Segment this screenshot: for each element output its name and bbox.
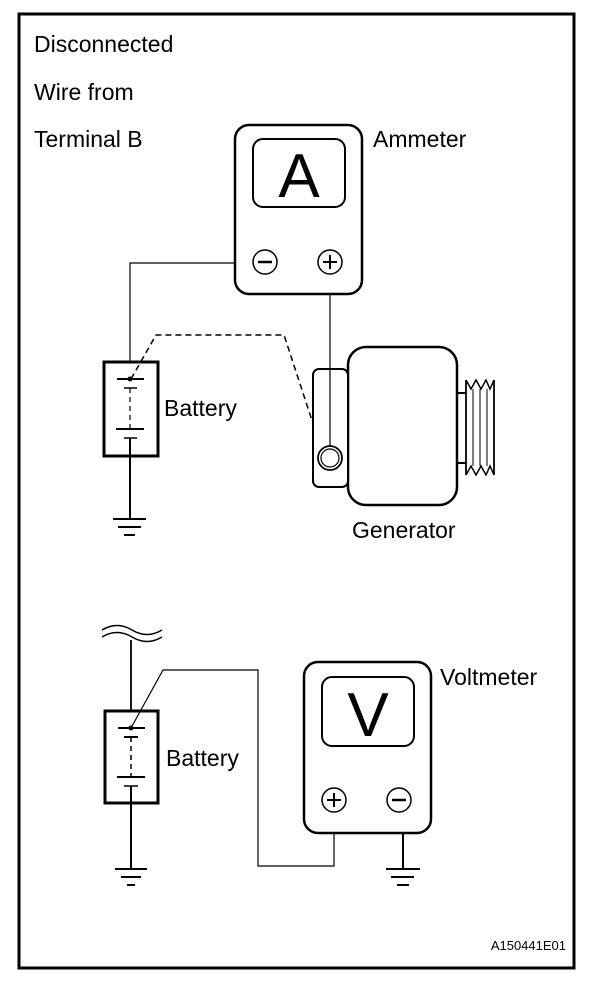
voltmeter-positive-terminal-icon [321, 787, 347, 813]
wire-break-icon [101, 624, 163, 643]
ground-icon [113, 518, 146, 536]
generator-terminal-b-inner [320, 448, 340, 468]
ammeter-negative-terminal-icon [252, 249, 278, 275]
generator [312, 345, 495, 507]
ammeter-body [233, 123, 364, 296]
ground-icon [386, 868, 420, 886]
note-line-2: Wire from [34, 79, 134, 105]
pulley-icon [465, 378, 495, 477]
diagram-frame [17, 12, 576, 970]
generator-terminal-b [317, 445, 343, 471]
generator-body [346, 345, 459, 507]
voltmeter-letter: V [347, 681, 389, 750]
disconnected-terminal-b-wire [130, 334, 323, 452]
voltmeter-positive-wire [130, 669, 335, 867]
voltmeter-label: Voltmeter [440, 664, 537, 690]
ammeter-letter: A [278, 142, 320, 211]
ammeter-display [252, 138, 346, 208]
voltmeter: V [302, 660, 433, 835]
voltmeter-body [302, 660, 433, 835]
battery-bottom-label: Battery [166, 745, 239, 771]
note-line-1: Disconnected [34, 31, 173, 57]
ammeter-label: Ammeter [373, 126, 467, 152]
ammeter: A [233, 123, 364, 296]
ammeter-negative-wire [129, 262, 235, 378]
voltmeter-negative-terminal-icon [386, 787, 412, 813]
battery-top-label: Battery [164, 395, 237, 421]
voltmeter-display [321, 676, 415, 747]
ammeter-positive-terminal-icon [317, 249, 343, 275]
figure-code: A150441E01 [491, 938, 566, 953]
note-line-3: Terminal B [34, 126, 143, 152]
ground-icon [115, 868, 147, 886]
generator-label: Generator [352, 517, 456, 543]
